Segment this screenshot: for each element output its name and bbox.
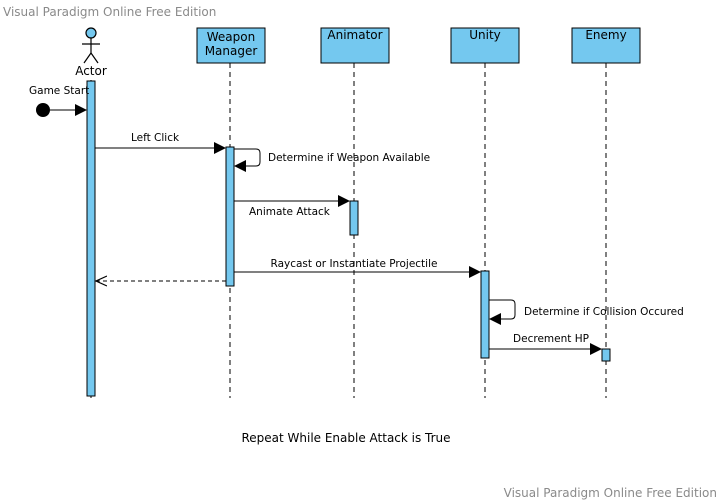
actor-label: Actor — [75, 64, 107, 78]
lifeline-unity[interactable]: Unity — [450, 27, 520, 64]
message-collision-check-label: Determine if Collision Occured — [524, 306, 684, 318]
animator-activation-bar[interactable] — [349, 200, 359, 236]
message-self-collision-check[interactable] — [489, 299, 516, 325]
lifeline-enemy[interactable]: Enemy — [571, 27, 641, 64]
unity-label: Unity — [469, 28, 501, 42]
message-animate-attack-label: Animate Attack — [249, 206, 331, 218]
initial-node-label: Game Start — [29, 85, 89, 97]
watermark-top: Visual Paradigm Online Free Edition — [3, 5, 216, 19]
animator-label: Animator — [327, 28, 382, 42]
message-self-weapon-check[interactable] — [234, 148, 261, 172]
message-decrement-hp-label: Decrement HP — [513, 333, 589, 345]
message-left-click-label: Left Click — [131, 132, 180, 144]
enemy-activation-bar[interactable] — [601, 348, 611, 362]
lifeline-animator[interactable]: Animator — [320, 27, 390, 64]
unity-activation-bar[interactable] — [480, 270, 490, 359]
weapon-manager-label-line1: Weapon — [207, 30, 255, 44]
lifeline-weapon-manager[interactable]: Weapon Manager — [196, 27, 266, 64]
weapon-manager-label-line2: Manager — [205, 44, 258, 58]
watermark-bottom: Visual Paradigm Online Free Edition — [504, 486, 717, 500]
actor-activation-bar[interactable] — [86, 80, 96, 397]
loop-condition-note: Repeat While Enable Attack is True — [241, 431, 450, 445]
initial-node-icon[interactable] — [36, 103, 50, 117]
enemy-label: Enemy — [585, 28, 626, 42]
message-weapon-check-label: Determine if Weapon Available — [268, 152, 430, 164]
weapon-manager-activation-bar[interactable] — [225, 146, 235, 287]
message-raycast-label: Raycast or Instantiate Projectile — [271, 258, 438, 270]
stick-figure-icon — [82, 27, 100, 64]
